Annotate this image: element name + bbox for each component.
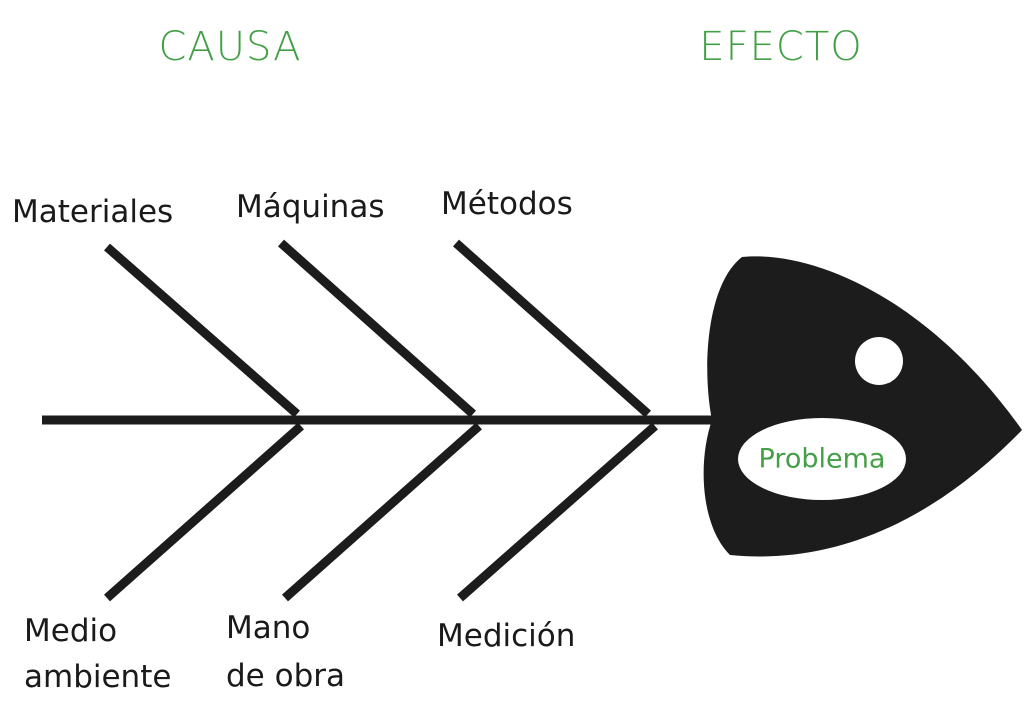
effect-header: EFECTO bbox=[699, 24, 862, 70]
category-label-materiales: Materiales bbox=[12, 194, 173, 230]
category-label-line: de obra bbox=[226, 658, 345, 694]
category-label-mano-de-obra: Mano de obra bbox=[226, 610, 345, 694]
fish-head bbox=[703, 256, 1022, 557]
problem-label: Problema bbox=[759, 444, 886, 475]
category-label-maquinas: Máquinas bbox=[236, 189, 384, 225]
bone-mano-de-obra bbox=[282, 422, 482, 602]
category-label-medicion: Medición bbox=[437, 618, 575, 654]
category-label-medio-ambiente: Medio ambiente bbox=[24, 613, 171, 695]
category-label-metodos: Métodos bbox=[441, 186, 573, 222]
fish-eye bbox=[855, 337, 903, 385]
problem-ellipse bbox=[738, 418, 906, 500]
category-label-line: Medio bbox=[24, 613, 117, 649]
bone-medicion bbox=[457, 422, 658, 602]
cause-header: CAUSA bbox=[158, 24, 301, 70]
category-label-line: ambiente bbox=[24, 659, 171, 695]
bone-materiales bbox=[104, 243, 300, 418]
bone-metodos bbox=[453, 239, 651, 418]
category-label-line: Mano bbox=[226, 610, 310, 646]
bone-maquinas bbox=[278, 239, 476, 418]
bone-medio-ambiente bbox=[104, 422, 304, 602]
